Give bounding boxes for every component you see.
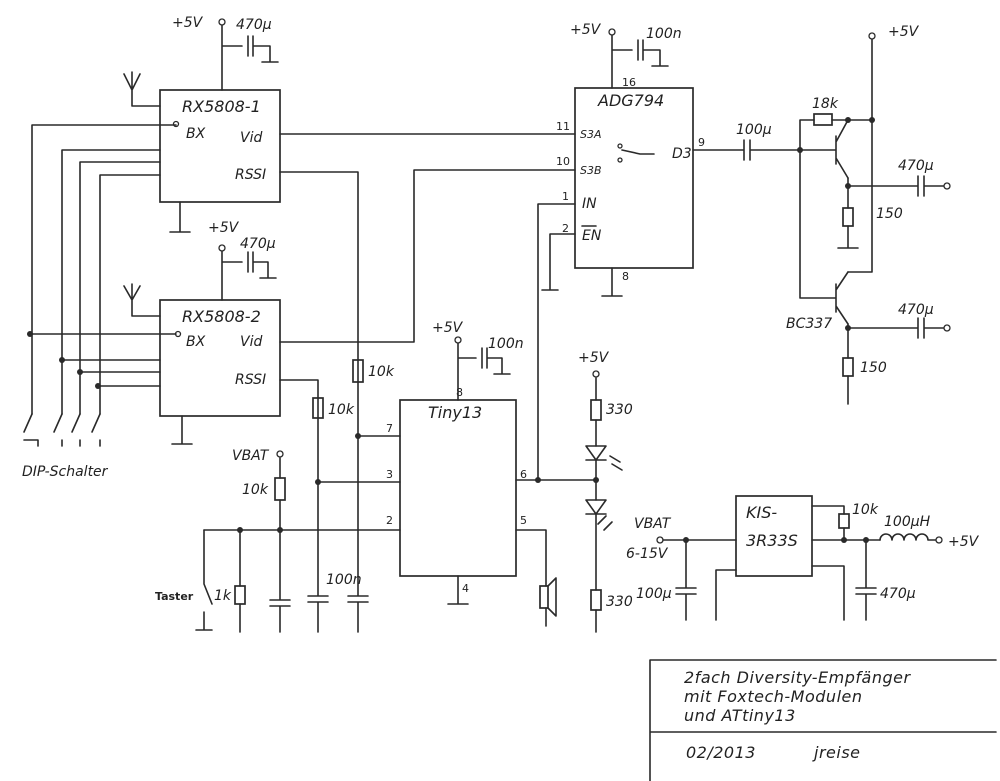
adg794-mux: ADG794 S3A S3B IN EN D3 11 10 1 2 9 16 8… [537, 22, 705, 481]
battery-sense: VBAT 10k 1k Taster [155, 448, 401, 633]
rx5808-1-module: RX5808-1 BX Vid RSSI +5V 470µ [123, 15, 281, 233]
rx5808-1-label: RX5808-1 [182, 97, 261, 116]
vbat-label: VBAT [232, 448, 270, 464]
coupling-cap-label: 100µ [736, 122, 772, 138]
antenna-icon [123, 71, 161, 107]
rx5808-2-label: RX5808-2 [182, 307, 261, 326]
r-bias-label: 18k [812, 96, 839, 112]
r-emitter2-label: 150 [860, 360, 887, 376]
rx1-vcc-label: +5V [172, 15, 204, 31]
vid2-wire [279, 169, 576, 343]
r-button-label: 1k [214, 588, 232, 604]
title-date: 02/2013 [686, 743, 756, 762]
dip-switch-label: DIP-Schalter [22, 464, 109, 480]
out1-cap-label: 470µ [898, 158, 934, 174]
r-led2-label: 330 [606, 594, 633, 610]
rx1-bx-pin: BX [186, 126, 206, 142]
mcu-cap-label: 100n [488, 336, 524, 352]
rx1-ground [169, 201, 191, 233]
mcu-pin-3: 3 [386, 468, 393, 481]
button-icon [195, 529, 213, 631]
rx5808-2-module: RX5808-2 BX Vid RSSI +5V 470µ [123, 220, 281, 445]
button-label: Taster [155, 590, 194, 603]
rx2-bx-pin: BX [186, 334, 206, 350]
mux-pin-2: 2 [562, 222, 569, 235]
tiny13-label: Tiny13 [428, 403, 482, 422]
r-rssi1-label: 10k [368, 364, 395, 380]
mux-s3a-pin: S3A [580, 128, 602, 141]
rx2-vid-pin: Vid [240, 334, 262, 350]
title-line-3: und ATtiny13 [684, 706, 796, 725]
mcu-pin-8: 8 [456, 386, 463, 399]
amp-vcc-label: +5V [888, 24, 920, 40]
r-vbat-label: 10k [242, 482, 269, 498]
mux-pin-10: 10 [556, 155, 570, 168]
r-led1-label: 330 [606, 402, 633, 418]
mux-s3b-pin: S3B [580, 164, 602, 177]
cap-rssi-label: 100n [326, 572, 362, 588]
title-line-1: 2fach Diversity-Empfänger [684, 668, 911, 687]
rx2-rssi-pin: RSSI [235, 372, 266, 388]
adg794-label: ADG794 [597, 91, 664, 110]
inductor-label: 100µH [884, 514, 931, 530]
mux-pin-9: 9 [698, 136, 705, 149]
mcu-pin-4: 4 [462, 582, 469, 595]
mcu-vcc-label: +5V [432, 320, 464, 336]
title-line-2: mit Foxtech-Modulen [684, 687, 863, 706]
mcu-pin-7: 7 [386, 422, 393, 435]
rx1-vid-pin: Vid [240, 130, 262, 146]
r-rssi2-label: 10k [328, 402, 355, 418]
mux-vcc-label: +5V [570, 22, 602, 38]
mux-pin-11: 11 [556, 120, 570, 133]
mux-pin-8: 8 [622, 270, 629, 283]
speaker-icon [515, 529, 547, 627]
reg-out-vcc-label: +5V [948, 534, 980, 550]
coupling-cap [692, 139, 801, 161]
rx2-ground [171, 415, 193, 445]
rx1-cap-label: 470µ [236, 17, 272, 33]
reg-out-cap-label: 470µ [880, 586, 916, 602]
mux-in-pin: IN [582, 196, 597, 212]
rx2-vcc-label: +5V [208, 220, 240, 236]
reg-vbat-label: VBAT [634, 516, 672, 532]
video-amplifier: 100µ 18k +5V 150 470µ 150 BC337 470µ [692, 24, 951, 405]
rx1-rssi-pin: RSSI [235, 167, 266, 183]
led-vcc-label: +5V [578, 350, 610, 366]
mux-pin-1: 1 [562, 190, 569, 203]
led-icon [585, 445, 607, 501]
mux-pin-16: 16 [622, 76, 636, 89]
mcu-pin-5: 5 [520, 514, 527, 527]
mux-cap-label: 100n [646, 26, 682, 42]
antenna-icon [123, 283, 161, 317]
r-reg-label: 10k [852, 502, 879, 518]
voltage-regulator: KIS- 3R33S VBAT 6-15V 100µ 10k 470µ 100µ… [626, 495, 980, 621]
mux-d3-pin: D3 [672, 146, 692, 162]
transistor-label: BC337 [786, 316, 832, 332]
mux-en-pin: EN [582, 228, 602, 244]
signal-wiring: 10k 10k 100n [279, 133, 576, 633]
mcu-pin-2: 2 [386, 514, 393, 527]
rssi1-wire [279, 171, 401, 437]
r-emitter1-label: 150 [876, 206, 903, 222]
led-icon [585, 499, 607, 591]
status-leds: +5V 330 330 [578, 350, 633, 633]
inductor-icon [879, 533, 937, 541]
title-block: 2fach Diversity-Empfänger mit Foxtech-Mo… [649, 659, 997, 781]
rx2-cap-label: 470µ [240, 236, 276, 252]
title-author: jreise [812, 743, 861, 762]
reg-in-cap-label: 100µ [636, 586, 672, 602]
tiny13-mcu: Tiny13 8 7 3 2 6 5 4 +5V 100n [386, 320, 597, 627]
vrange-label: 6-15V [626, 546, 669, 562]
rx2-supply-cap [221, 247, 277, 301]
mcu-pin-6: 6 [520, 468, 527, 481]
reg-label-a: KIS- [746, 503, 777, 522]
rx1-supply-cap [221, 19, 279, 91]
reg-label-b: 3R33S [746, 531, 798, 550]
dip-switch-wiring: DIP-Schalter [22, 124, 177, 480]
out2-cap-label: 470µ [898, 302, 934, 318]
rssi2-wire [279, 379, 401, 483]
